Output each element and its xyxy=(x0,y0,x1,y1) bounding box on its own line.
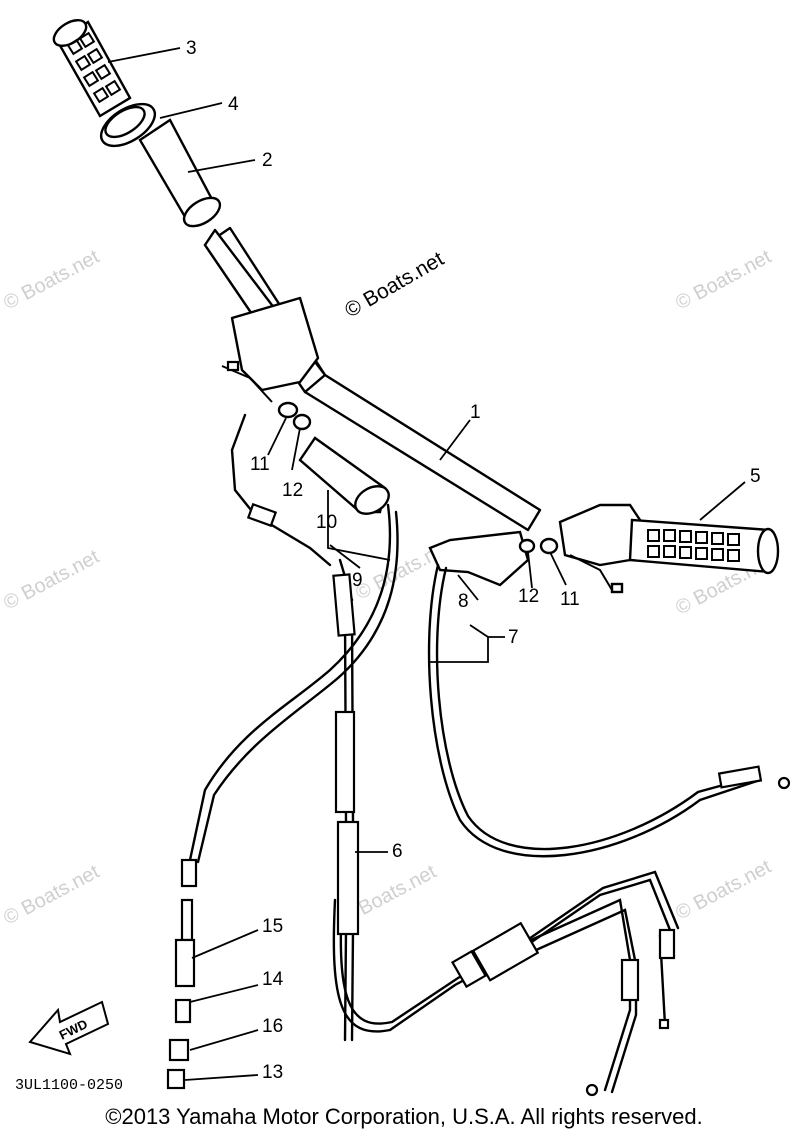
watermark-faint: © Boats.net xyxy=(672,856,775,925)
watermark-faint: © Boats.net xyxy=(0,546,103,615)
callout-12-left: 12 xyxy=(282,480,303,501)
part-code: 3UL1100-0250 xyxy=(15,1077,123,1094)
callout-6: 6 xyxy=(392,841,403,862)
watermark-faint: © Boats.net xyxy=(0,246,103,315)
callout-3: 3 xyxy=(186,38,197,59)
right-grip xyxy=(558,503,780,575)
switch-housing xyxy=(221,296,320,403)
callout-4: 4 xyxy=(228,94,239,115)
clutch-lever xyxy=(298,436,390,515)
fasteners xyxy=(277,401,624,594)
callout-13: 13 xyxy=(262,1062,283,1083)
fwd-arrow: FWD xyxy=(28,1000,110,1056)
watermark-main: © Boats.net xyxy=(341,247,448,322)
copyright-footer: ©2013 Yamaha Motor Corporation, U.S.A. A… xyxy=(105,1104,703,1129)
callout-8: 8 xyxy=(458,591,469,612)
callout-14: 14 xyxy=(262,969,284,990)
callout-11-left: 11 xyxy=(250,454,270,475)
callout-1: 1 xyxy=(470,402,481,423)
cable-fittings xyxy=(166,360,791,1097)
callout-16: 16 xyxy=(262,1016,283,1037)
callout-9: 9 xyxy=(352,570,363,591)
callout-12-right: 12 xyxy=(518,586,539,607)
callout-labels: 3 4 2 1 5 11 12 10 9 8 12 11 7 6 15 14 1… xyxy=(186,38,761,1083)
callout-11-right: 11 xyxy=(560,589,580,610)
left-grip-assembly xyxy=(52,19,222,228)
watermark-faint: © Boats.net xyxy=(0,861,103,930)
leader-lines xyxy=(107,47,746,1081)
callout-10: 10 xyxy=(316,512,337,533)
callout-15: 15 xyxy=(262,916,283,937)
cables xyxy=(188,413,762,1094)
callout-5: 5 xyxy=(750,466,761,487)
watermark-faint: © Boats.net xyxy=(672,246,775,315)
callout-2: 2 xyxy=(262,150,273,171)
callout-7: 7 xyxy=(508,627,519,648)
